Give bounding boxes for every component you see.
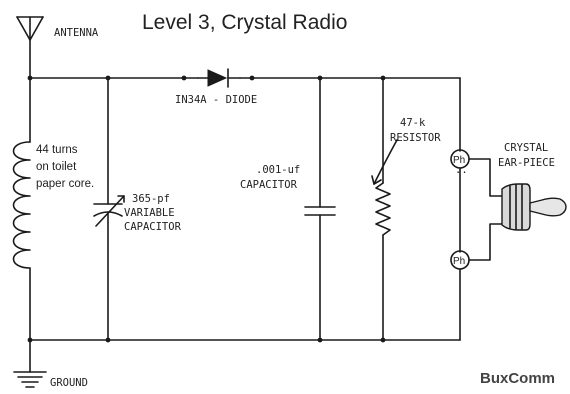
variable-capacitor-symbol — [93, 77, 125, 341]
antenna-symbol — [16, 16, 44, 79]
diagram-title: Level 3, Crystal Radio — [142, 11, 347, 34]
phone-jack-bottom: Ph — [450, 250, 470, 270]
top-wire — [29, 77, 461, 152]
junction-dot — [27, 337, 33, 343]
coil-label-line2: on toilet — [36, 161, 77, 173]
diode-symbol — [197, 68, 241, 88]
earpiece-wires — [468, 158, 503, 261]
brand-logo-text: BuxComm — [480, 370, 555, 387]
variable-capacitor-value: 365-pf — [132, 193, 170, 205]
earpiece-label-line2: EAR-PIECE — [498, 157, 555, 169]
tuning-coil — [12, 77, 31, 373]
junction-dot — [105, 337, 111, 343]
ground-symbol — [13, 371, 47, 388]
diode-label: IN34A - DIODE — [175, 94, 257, 106]
phone-jack-top-label: Ph — [453, 155, 465, 166]
fixed-capacitor-symbol — [304, 77, 336, 341]
phone-jack-top: Ph — [450, 149, 470, 169]
coil-label-line3: paper core. — [36, 178, 94, 190]
diode-left-terminal — [181, 75, 187, 81]
resistor-value: 47-k — [400, 117, 426, 129]
ground-label: GROUND — [50, 377, 88, 389]
phone-jack-bottom-label: Ph — [453, 256, 465, 267]
crystal-earpiece-icon — [501, 183, 567, 231]
small-mark: ·· — [455, 167, 468, 179]
fixed-capacitor-value: .001-uf — [256, 164, 300, 176]
variable-capacitor-label-line3: CAPACITOR — [124, 221, 182, 233]
resistor-symbol — [375, 77, 391, 341]
earpiece-label-line1: CRYSTAL — [504, 142, 548, 154]
coil-label-line1: 44 turns — [36, 144, 78, 156]
resistor-label: RESISTOR — [390, 132, 441, 144]
resistor-pointer-arrow — [371, 139, 398, 185]
junction-dot — [317, 337, 323, 343]
junction-dot — [380, 337, 386, 343]
variable-capacitor-label-line2: VARIABLE — [124, 207, 175, 219]
diode-right-terminal — [249, 75, 255, 81]
antenna-label: ANTENNA — [54, 27, 99, 39]
fixed-capacitor-label: CAPACITOR — [240, 179, 298, 191]
